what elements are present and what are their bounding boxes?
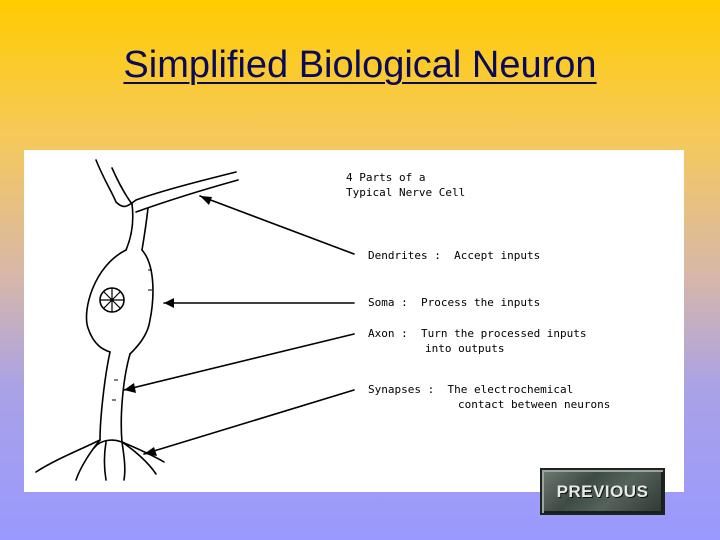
- previous-button[interactable]: PREVIOUS: [540, 468, 665, 515]
- synapses-label-line1: Synapses : The electrochemical: [368, 382, 573, 397]
- terminal: [105, 442, 107, 480]
- axon-left: [100, 352, 110, 440]
- axon-label-line1: Axon : Turn the processed inputs: [368, 326, 587, 341]
- nucleolus: [100, 288, 124, 312]
- dendrite-trunk: [142, 208, 148, 250]
- dendrite-branch: [116, 172, 236, 206]
- dendrites-label: Dendrites : Accept inputs: [368, 248, 540, 263]
- neuron-drawing: [24, 150, 684, 492]
- dendrites-arrowhead: [200, 196, 212, 205]
- terminal: [122, 442, 156, 474]
- diagram-heading-line2: Typical Nerve Cell: [346, 185, 465, 200]
- axon-right: [121, 354, 130, 442]
- dendrite-trunk: [126, 204, 133, 250]
- neuron-diagram: 4 Parts of a Typical Nerve Cell Dendrite…: [24, 150, 684, 492]
- dendrite-branch: [96, 160, 116, 202]
- axon-arrowhead: [124, 383, 136, 393]
- terminal: [122, 442, 125, 480]
- synapses-arrowhead: [144, 447, 157, 456]
- slide-title: Simplified Biological Neuron: [0, 44, 720, 87]
- terminal: [36, 440, 100, 472]
- axon-arrow: [124, 334, 354, 390]
- dendrites-arrow: [200, 196, 354, 254]
- synapses-arrow: [144, 390, 354, 454]
- soma-arrowhead: [164, 298, 174, 308]
- soma-outline: [130, 250, 153, 354]
- soma-label: Soma : Process the inputs: [368, 295, 540, 310]
- axon-label-line2: into outputs: [425, 341, 504, 356]
- soma-outline: [87, 250, 126, 352]
- diagram-heading-line1: 4 Parts of a: [346, 170, 425, 185]
- previous-button-label: PREVIOUS: [557, 482, 649, 502]
- synapses-label-line2: contact between neurons: [458, 397, 610, 412]
